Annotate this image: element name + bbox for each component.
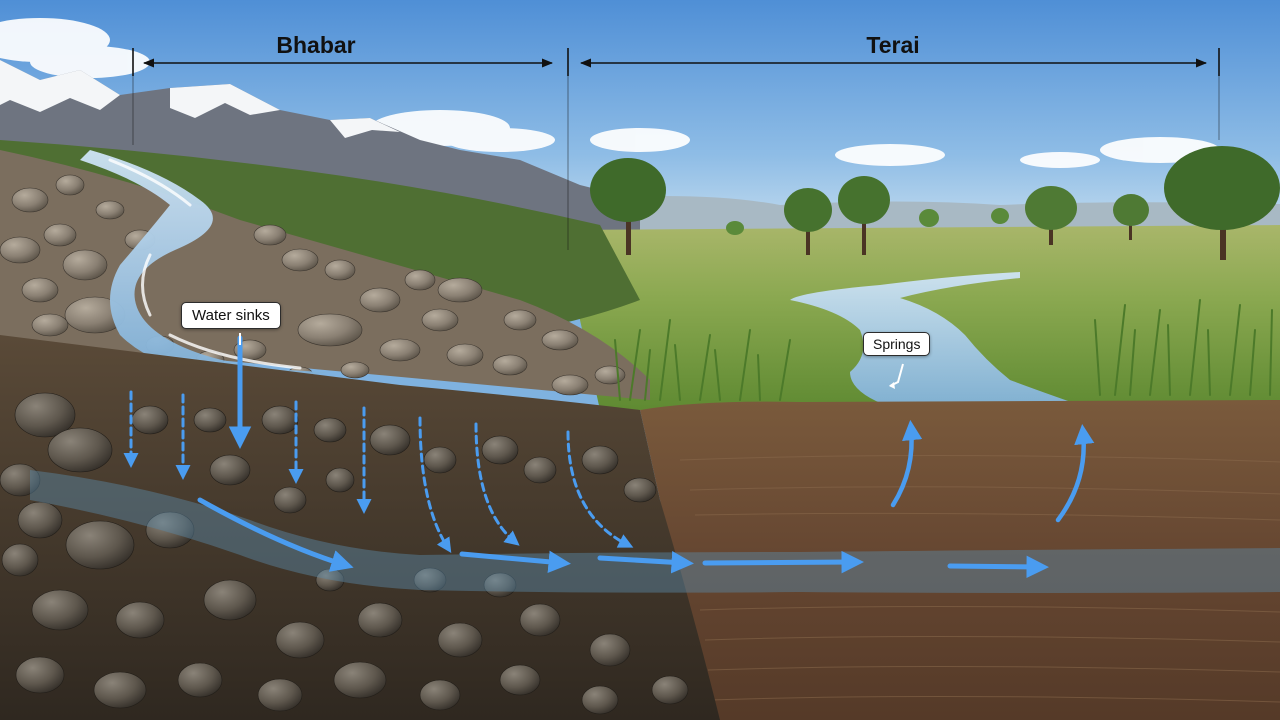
bhabar-stream bbox=[80, 150, 330, 377]
springs-callout: Springs bbox=[863, 332, 931, 356]
springs-pointer-head bbox=[889, 382, 895, 389]
arrow-down-icon bbox=[474, 422, 520, 546]
distant-hills bbox=[560, 196, 1280, 230]
subsurface-boulders bbox=[0, 392, 689, 715]
snow-caps bbox=[0, 60, 400, 138]
groundwater-flow-arrows bbox=[197, 497, 1049, 579]
arrow-down-icon bbox=[418, 416, 452, 554]
arrow-right-icon bbox=[459, 550, 571, 573]
arrow-down-icon bbox=[566, 430, 634, 548]
terai-river bbox=[790, 272, 1100, 412]
arrow-right-icon bbox=[947, 555, 1049, 579]
terai-strata-lines bbox=[679, 454, 1280, 703]
arrow-right-icon bbox=[702, 550, 864, 574]
bhabar-zone-label: Bhabar bbox=[276, 32, 356, 58]
terai-soil-layers bbox=[640, 400, 1280, 720]
stream-foam bbox=[108, 158, 302, 370]
zone-dimension-lines bbox=[132, 48, 1220, 250]
water-sinks-callout: Water sinks bbox=[181, 302, 281, 329]
clouds bbox=[0, 18, 1220, 168]
trees bbox=[590, 146, 1280, 260]
terai-zone-label: Terai bbox=[866, 32, 920, 58]
arrow-up-icon bbox=[1055, 423, 1095, 523]
terai-tall-grass bbox=[614, 299, 1273, 401]
infiltration-arrows bbox=[123, 335, 634, 554]
arrow-right-icon bbox=[197, 497, 354, 572]
spring-arrows bbox=[890, 419, 1095, 523]
arrow-right-icon bbox=[597, 550, 694, 574]
arrow-up-icon bbox=[890, 419, 923, 508]
